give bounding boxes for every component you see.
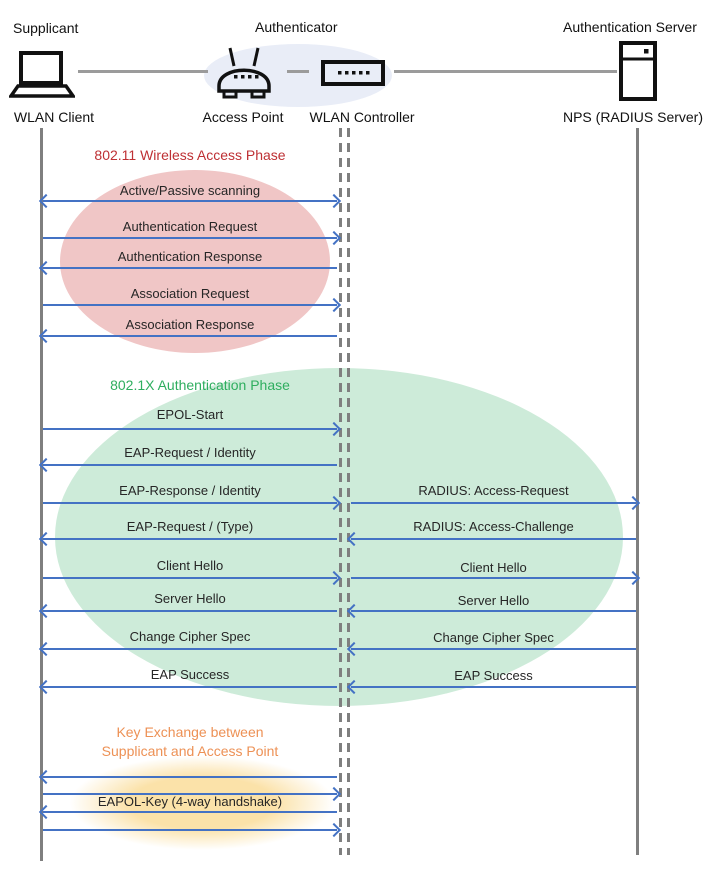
msg-eap-request-type-label: EAP-Request / (Type) [126, 519, 254, 534]
role-authenticator: Authenticator [255, 19, 338, 35]
eapol-key-arrow-3 [38, 804, 337, 819]
msg-client-hello-left-label: Client Hello [156, 558, 224, 573]
msg-server-hello-right-arrow [346, 603, 636, 618]
msg-eap-response-identity-arrow [43, 495, 342, 510]
msg-assoc-request-label: Association Request [130, 286, 250, 301]
msg-eap-success-left-arrow [38, 679, 337, 694]
msg-client-hello-right-arrow [351, 570, 641, 585]
msg-client-hello-right-label: Client Hello [460, 560, 527, 575]
msg-radius-request-arrow [351, 495, 641, 510]
msg-eap-success-left-label: EAP Success [150, 667, 230, 682]
msg-radius-request-label: RADIUS: Access-Request [418, 483, 569, 498]
phase3-title: Key Exchange between Supplicant and Acce… [42, 723, 338, 761]
msg-eap-request-identity-label: EAP-Request / Identity [124, 445, 256, 460]
msg-change-cipher-left-label: Change Cipher Spec [129, 629, 251, 644]
msg-change-cipher-right-label: Change Cipher Spec [433, 630, 554, 645]
msg-auth-request-label: Authentication Request [122, 219, 258, 234]
msg-client-hello-left-arrow [43, 570, 342, 585]
msg-eap-request-type-arrow [38, 531, 337, 546]
msg-change-cipher-left-arrow [38, 641, 337, 656]
msg-server-hello-left-label: Server Hello [154, 591, 226, 606]
server-icon [619, 41, 657, 106]
phase1-title: 802.11 Wireless Access Phase [94, 147, 286, 163]
eapol-key-arrow-4 [43, 822, 342, 837]
msg-radius-challenge-label: RADIUS: Access-Challenge [413, 519, 574, 534]
msg-eap-response-identity-label: EAP-Response / Identity [119, 483, 261, 498]
role-authentication-server: Authentication Server [563, 19, 697, 35]
phase3-title-line2: Supplicant and Access Point [101, 743, 279, 759]
eapol-key-arrow-2 [43, 786, 342, 801]
node-wlan-client: WLAN Client [13, 109, 95, 125]
access-point-icon [214, 46, 274, 111]
node-access-point: Access Point [202, 109, 284, 125]
msg-assoc-request-arrow [43, 297, 342, 312]
msg-auth-request-arrow [43, 230, 342, 245]
phase3-ellipse [70, 756, 334, 850]
msg-auth-response-arrow [38, 260, 337, 275]
connector-line [78, 70, 208, 73]
msg-change-cipher-right-arrow [346, 641, 636, 656]
msg-epol-start-label: EPOL-Start [156, 407, 224, 422]
msg-server-hello-left-arrow [38, 603, 337, 618]
phase2-title: 802.1X Authentication Phase [110, 377, 290, 393]
lifeline-wlan-controller-1 [339, 128, 342, 855]
msg-scanning-label: Active/Passive scanning [119, 183, 261, 198]
phase3-title-line1: Key Exchange between [116, 724, 264, 740]
msg-assoc-response-label: Association Response [125, 317, 255, 332]
msg-eap-success-right-label: EAP Success [454, 668, 533, 683]
msg-radius-challenge-arrow [346, 531, 636, 546]
msg-auth-response-label: Authentication Response [117, 249, 263, 264]
node-wlan-controller: WLAN Controller [309, 109, 415, 125]
role-supplicant: Supplicant [13, 20, 79, 36]
msg-eap-request-identity-arrow [38, 457, 337, 472]
msg-server-hello-right-label: Server Hello [457, 593, 530, 608]
connector-line [394, 70, 617, 73]
lifeline-wlan-controller-2 [347, 128, 350, 855]
lifeline-nps [636, 128, 639, 855]
lifeline-wlan-client [40, 128, 43, 861]
msg-eapol-key-label: EAPOL-Key (4-way handshake) [97, 794, 283, 809]
msg-scanning-arrow [38, 193, 342, 208]
connector-dash [287, 70, 309, 73]
eapol-key-arrow-1 [38, 769, 337, 784]
msg-epol-start-arrow [43, 421, 342, 436]
node-nps: NPS (RADIUS Server) [562, 109, 704, 125]
msg-eap-success-right-arrow [346, 679, 636, 694]
msg-assoc-response-arrow [38, 328, 337, 343]
laptop-icon [7, 51, 77, 104]
wlan-controller-icon [321, 60, 385, 91]
